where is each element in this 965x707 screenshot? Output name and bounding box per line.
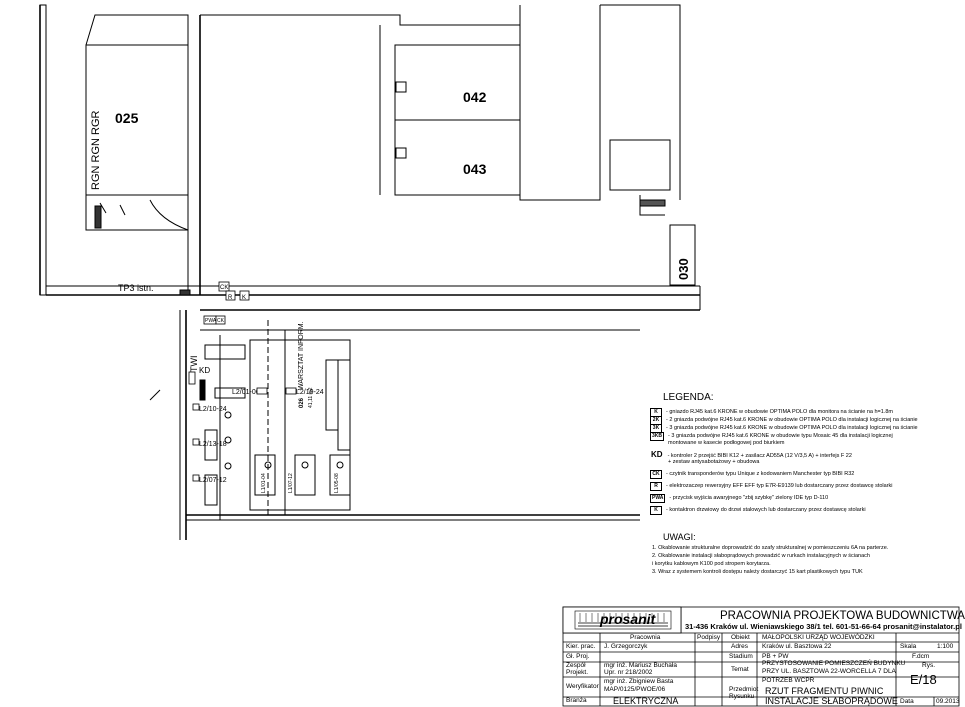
- socket-label-s1: L2/01-06: [232, 389, 260, 396]
- val-przedmiot-1: RZUT FRAGMENTU PIWNIC: [765, 686, 884, 696]
- room-042-label: 042: [463, 89, 487, 105]
- socket-label-s6: L1/01-04: [261, 473, 267, 493]
- lbl-adres: Adres: [731, 643, 748, 650]
- logo-text: prosanit: [599, 611, 657, 627]
- rgn-label: RGN RGN RGR: [90, 111, 102, 191]
- socket-label-s5: L2/07-12: [199, 477, 227, 484]
- val-data: 09.2013: [936, 698, 960, 705]
- lbl-kier: Kier. prac.: [566, 643, 596, 650]
- legend-text: - czytnik transponderów typu Unique z ko…: [666, 471, 855, 477]
- room-025-label: 025: [115, 110, 139, 126]
- lbl-gl-proj: Gł. Proj.: [566, 653, 590, 660]
- val-temat-1: PRZYSTOSOWANIE POMIESZCZEŃ BUDYNKU: [762, 660, 906, 667]
- val-proj-name: mgr inż. Mariusz Buchała: [604, 662, 677, 669]
- lbl-data: Data: [900, 698, 914, 705]
- legend-text: - 3 gniazda podwójne RJ45 kat.6 KRONE w …: [668, 433, 893, 439]
- val-rys: E/18: [910, 672, 937, 687]
- lbl-weryfikator: Weryfikator: [566, 683, 599, 690]
- hdr-podpisy: Podpisy: [697, 634, 721, 641]
- legend-item: + zestaw antysabotażowy + obudowa: [668, 459, 759, 466]
- lbl-zespol: Zespół: [566, 662, 586, 669]
- workshop-room-name: WARSZTAT INFORM.: [298, 321, 305, 390]
- notes-title: UWAGI:: [663, 532, 696, 542]
- val-weryf-license: MAP/0125/PWOE/06: [604, 686, 666, 693]
- val-proj-license: Upr. nr 218/2002: [604, 669, 653, 676]
- lbl-przedmiot: Przedmiot: [729, 686, 759, 693]
- legend-text: - kontroler 2 przejść BIBI K12 + zasilac…: [667, 453, 852, 459]
- notes: 1. Okablowanie strukturalne doprowadzić …: [652, 544, 888, 576]
- kd-controller-symbol: KD: [199, 366, 210, 375]
- ck-reader-symbol: CK: [217, 318, 225, 324]
- hdr-pracownia: Pracownia: [630, 634, 661, 641]
- legend-text: montowane w kasecie podłogowej pod biurk…: [668, 440, 785, 446]
- company-name: PRACOWNIA PROJEKTOWA BUDOWNICTWA: [720, 610, 965, 622]
- legend-symbol: K: [650, 506, 662, 515]
- val-weryf-name: mgr inż. Zbigniew Basta: [604, 678, 674, 685]
- socket-label-s4: L2/13-18: [199, 441, 227, 448]
- legend-text: - elektrozaczep rewersyjny EFF EFF typ E…: [666, 483, 893, 489]
- legend-item: R - elektrozaczep rewersyjny EFF EFF typ …: [650, 482, 893, 491]
- legend-text: - gniazdo RJ45 kat.6 KRONE w obudowie OP…: [666, 409, 893, 415]
- lbl-skala: Skala: [900, 643, 917, 650]
- lbl-temat: Temat: [731, 666, 749, 673]
- val-kier: J. Grzegorczyk: [604, 643, 648, 650]
- ck-door-symbol: CK: [220, 285, 228, 291]
- workshop-room-area: 41,11 m2: [308, 387, 314, 408]
- note-item: 1. Okablowanie strukturalne doprowadzić …: [652, 545, 889, 551]
- val-temat-2: PRZY UL. BASZTOWA 22-WORCELLA 7 DLA: [762, 668, 896, 675]
- legend-symbol: CK: [650, 470, 662, 479]
- prosanit-logo: prosanit: [574, 610, 672, 630]
- pwa-symbol: PWA: [205, 318, 217, 324]
- val-temat-3: POTRZEB WCPR: [762, 677, 815, 684]
- room-043-label: 043: [463, 161, 487, 177]
- legend-symbol: PWA: [650, 494, 666, 503]
- workshop-room-number: 026: [299, 397, 305, 408]
- val-przedmiot-2: INSTALACJE SŁABOPRĄDOWE: [765, 696, 898, 706]
- legend-text: - przycisk wyjścia awaryjnego "zbij szyb…: [669, 495, 829, 501]
- room-030-label: 030: [676, 258, 691, 280]
- val-skala: 1:100: [937, 643, 954, 650]
- legend: K - gniazdo RJ45 kat.6 KRONE w obudowie O…: [650, 408, 950, 528]
- legend-item: K - kontaktron drzwiowy do drzwi stalowyc…: [650, 506, 866, 515]
- legend-item: 3KB- 3 gniazda podwójne RJ45 kat.6 KRONE…: [650, 432, 893, 441]
- socket-label-s3: L2/10-24: [199, 406, 227, 413]
- legend-item: CK - czytnik transponderów typu Unique z …: [650, 470, 854, 479]
- legend-text: + zestaw antysabotażowy + obudowa: [668, 459, 760, 465]
- legend-item: PWA- przycisk wyjścia awaryjnego "zbij s…: [650, 494, 828, 503]
- val-adres: Kraków ul. Basztowa 22: [762, 643, 832, 650]
- val-stadium: PB + PW: [762, 653, 789, 660]
- legend-symbol: 3KB: [650, 432, 665, 441]
- legend-symbol: R: [650, 482, 662, 491]
- note-item: i korytku kablowym K100 pod stropem kory…: [652, 561, 771, 567]
- legend-title: LEGENDA:: [663, 392, 714, 403]
- lbl-obiekt: Obiekt: [731, 634, 750, 641]
- val-branza: ELEKTRYCZNA: [613, 696, 679, 706]
- lbl-projekt: Projekt.: [566, 669, 589, 676]
- lbl-stadium: Stadium: [729, 653, 753, 660]
- legend-item: montowane w kasecie podłogowej pod biurk…: [668, 440, 784, 447]
- r-door-symbol: R: [228, 295, 233, 301]
- val-obiekt: MAŁOPOLSKI URZĄD WOJEWÓDZKI: [762, 634, 875, 641]
- val-file: F.dcm: [912, 653, 930, 660]
- lbl-rys: Rys.: [922, 662, 935, 669]
- tp3-label: TP3 istn.: [118, 283, 154, 293]
- legend-text: - 3 gniazda podwójne RJ45 kat.6 KRONE w …: [666, 425, 918, 431]
- legend-text: - kontaktron drzwiowy do drzwi stalowych…: [666, 507, 866, 513]
- socket-label-s2: L2/19-24: [296, 389, 324, 396]
- company-address: 31-436 Kraków ul. Wieniawskiego 38/1 tel…: [685, 622, 962, 631]
- legend-symbol: KD: [651, 450, 663, 459]
- legend-text: - 2 gniazda podwójne RJ45 kat.6 KRONE w …: [666, 417, 918, 423]
- k-door-symbol: K: [242, 295, 246, 301]
- lbl-branza: Branża: [566, 697, 587, 704]
- lbl-rysunku: Rysunku: [729, 693, 755, 700]
- socket-label-s8: L1/05-08: [334, 473, 340, 493]
- legend-item: KD - kontroler 2 przejść BIBI K12 + zasil…: [650, 451, 852, 460]
- twi-label: TWI: [189, 356, 199, 373]
- note-item: 3. Wraz z systemem kontroli dostępu nale…: [652, 569, 863, 575]
- socket-label-s7: L1/07-12: [288, 473, 294, 493]
- note-item: 2. Okablowanie instalacji słaboprądowych…: [652, 553, 870, 559]
